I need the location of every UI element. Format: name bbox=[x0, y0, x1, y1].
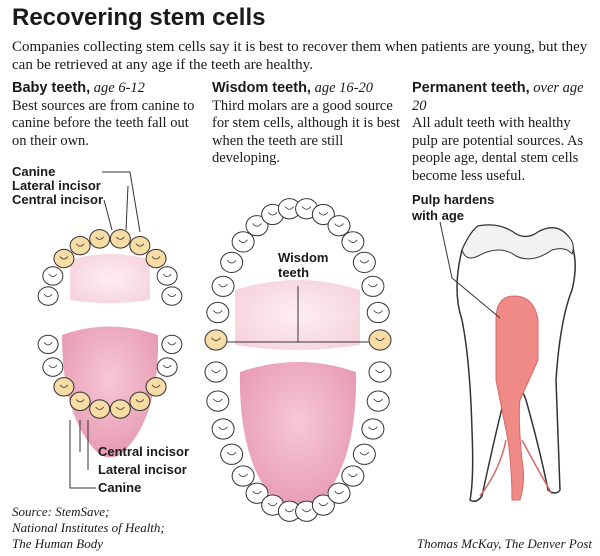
wisdom-lower-tooth bbox=[368, 361, 392, 383]
wisdom-lower-tooth bbox=[206, 390, 230, 412]
wisdom-lower-tooth bbox=[231, 465, 255, 487]
baby-lower-tooth bbox=[89, 399, 111, 419]
label-pulp-hardens: Pulp hardens with age bbox=[412, 192, 495, 223]
baby-upper-tooth bbox=[129, 235, 151, 256]
baby-tongue bbox=[62, 326, 159, 458]
section-age: over age 20 bbox=[412, 80, 584, 114]
label-wisdom-teeth: Wisdom teeth bbox=[278, 250, 329, 280]
wisdom-upper-tooth bbox=[368, 329, 392, 351]
baby-upper-tooth bbox=[161, 286, 183, 306]
wisdom-lower-tooth bbox=[361, 418, 385, 440]
wisdom-upper-tooth bbox=[220, 251, 244, 274]
teeth-layer bbox=[37, 198, 392, 522]
baby-lower-tooth bbox=[42, 357, 64, 377]
section-heading: Baby teeth, bbox=[12, 80, 91, 96]
section-body: All adult teeth with healthy pulp are po… bbox=[412, 115, 584, 184]
section-body: Best sources are from canine to canine b… bbox=[12, 97, 195, 149]
baby-upper-tooth bbox=[109, 229, 131, 249]
label-bottom-lateral-incisor: Lateral incisor bbox=[98, 462, 187, 477]
section-heading: Wisdom teeth, bbox=[212, 80, 311, 96]
baby-lower-tooth bbox=[109, 399, 131, 419]
wisdom-lower-tooth bbox=[211, 418, 235, 440]
label-top-central-incisor: Central incisor bbox=[12, 192, 104, 207]
baby-upper-tooth bbox=[42, 266, 64, 286]
wisdom-lower-tooth bbox=[352, 443, 376, 465]
source-line: The Human Body bbox=[12, 536, 103, 551]
baby-upper-tooth bbox=[53, 248, 75, 269]
baby-upper-tooth bbox=[156, 266, 178, 286]
baby-palate bbox=[70, 254, 150, 303]
credit: Thomas McKay, The Denver Post bbox=[416, 536, 592, 551]
baby-lower-tooth bbox=[145, 377, 167, 397]
baby-upper-tooth bbox=[145, 248, 167, 269]
baby-upper-tooth bbox=[89, 229, 111, 249]
baby-upper-tooth bbox=[69, 235, 91, 256]
wisdom-upper-tooth bbox=[361, 275, 385, 297]
baby-lower-tooth bbox=[129, 391, 151, 412]
page-title: Recovering stem cells bbox=[12, 4, 266, 31]
baby-lower-tooth bbox=[69, 391, 91, 412]
pulp bbox=[495, 295, 539, 501]
section-heading: Permanent teeth, bbox=[412, 80, 530, 96]
source-line: National Institutes of Health; bbox=[12, 520, 165, 535]
baby-upper-tooth bbox=[37, 286, 59, 306]
source-note: Source: StemSave; National Institutes of… bbox=[12, 504, 165, 552]
wisdom-lower-tooth bbox=[245, 482, 269, 504]
wisdom-lower-tooth bbox=[204, 361, 228, 383]
label-top-canine: Canine bbox=[12, 164, 56, 179]
wisdom-upper-tooth bbox=[277, 198, 301, 220]
label-bottom-central-incisor: Central incisor bbox=[98, 444, 190, 459]
wisdom-tongue bbox=[239, 362, 357, 514]
intro-text: Companies collecting stem cells say it i… bbox=[12, 39, 588, 73]
wisdom-upper-tooth bbox=[245, 215, 269, 237]
wisdom-lower-tooth bbox=[220, 443, 244, 465]
wisdom-upper-tooth bbox=[341, 231, 365, 253]
baby-lower-tooth bbox=[156, 357, 178, 377]
section-permanent-teeth: Permanent teeth, over age 20 All adult t… bbox=[412, 80, 598, 185]
section-wisdom-teeth: Wisdom teeth, age 16-20 Third molars are… bbox=[212, 80, 402, 168]
wisdom-upper-tooth bbox=[206, 301, 230, 324]
label-top-lateral-incisor: Lateral incisor bbox=[12, 178, 101, 193]
section-age: age 16-20 bbox=[314, 80, 373, 96]
section-age: age 6-12 bbox=[93, 80, 145, 96]
wisdom-upper-tooth bbox=[211, 275, 235, 297]
baby-lower-tooth bbox=[37, 334, 59, 355]
permanent-tooth bbox=[456, 224, 576, 503]
wisdom-upper-tooth bbox=[311, 203, 335, 226]
wisdom-upper-tooth bbox=[352, 251, 376, 274]
wisdom-upper-tooth bbox=[327, 215, 351, 237]
wisdom-upper-tooth bbox=[366, 301, 390, 324]
wisdom-lower-tooth bbox=[327, 482, 351, 504]
section-baby-teeth: Baby teeth, age 6-12 Best sources are fr… bbox=[12, 80, 202, 150]
baby-lower-tooth bbox=[161, 334, 183, 355]
source-line: Source: StemSave; bbox=[12, 504, 110, 519]
wisdom-upper-tooth bbox=[204, 329, 228, 351]
baby-lower-tooth bbox=[53, 377, 75, 397]
wisdom-lower-tooth bbox=[341, 465, 365, 487]
wisdom-lower-tooth bbox=[366, 390, 390, 412]
section-body: Third molars are a good source for stem … bbox=[212, 97, 401, 167]
wisdom-upper-tooth bbox=[231, 231, 255, 253]
label-bottom-canine: Canine bbox=[98, 480, 142, 495]
wisdom-lower-tooth bbox=[311, 494, 335, 516]
